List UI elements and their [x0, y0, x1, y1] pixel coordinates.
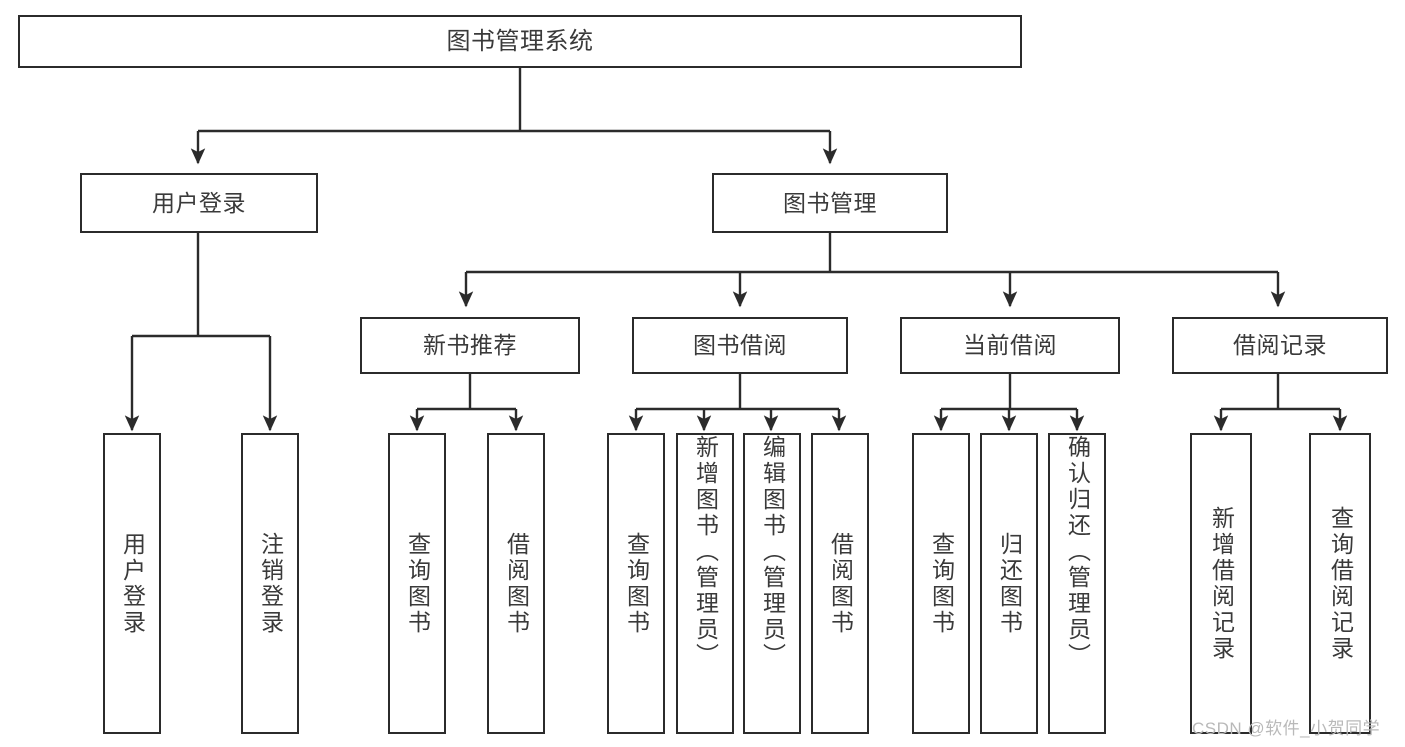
- node-user-login[interactable]: 用户登录: [80, 173, 318, 233]
- leaf-add-book[interactable]: 新增图书（管理员）: [676, 433, 734, 734]
- leaf-add-record-label: 新增借阅记录: [1208, 505, 1235, 662]
- leaf-query-book-1-label: 查询图书: [404, 531, 431, 636]
- leaf-logout[interactable]: 注销登录: [241, 433, 299, 734]
- csdn-watermark-text: CSDN @软件_小贺同学: [1192, 719, 1381, 738]
- leaf-logout-label: 注销登录: [257, 531, 284, 636]
- leaf-query-book-2[interactable]: 查询图书: [607, 433, 665, 734]
- node-root-label: 图书管理系统: [446, 27, 594, 55]
- node-book-borrow[interactable]: 图书借阅: [632, 317, 848, 374]
- leaf-user-login-label: 用户登录: [119, 531, 146, 636]
- leaf-confirm-return-label: 确认归还（管理员）: [1064, 435, 1091, 669]
- leaf-edit-book-label: 编辑图书（管理员）: [759, 435, 786, 669]
- leaf-borrow-book-1[interactable]: 借阅图书: [487, 433, 545, 734]
- leaf-borrow-book-2[interactable]: 借阅图书: [811, 433, 869, 734]
- leaf-borrow-book-2-label: 借阅图书: [827, 531, 854, 636]
- node-borrow-record[interactable]: 借阅记录: [1172, 317, 1388, 374]
- leaf-query-book-3-label: 查询图书: [928, 531, 955, 636]
- leaf-confirm-return[interactable]: 确认归还（管理员）: [1048, 433, 1106, 734]
- node-new-book-recommend[interactable]: 新书推荐: [360, 317, 580, 374]
- leaf-user-login[interactable]: 用户登录: [103, 433, 161, 734]
- leaf-add-book-label: 新增图书（管理员）: [692, 435, 719, 669]
- node-root[interactable]: 图书管理系统: [18, 15, 1022, 68]
- csdn-watermark: CSDN @软件_小贺同学: [1192, 714, 1380, 739]
- leaf-return-book[interactable]: 归还图书: [980, 433, 1038, 734]
- leaf-add-record[interactable]: 新增借阅记录: [1190, 433, 1252, 734]
- node-new-book-recommend-label: 新书推荐: [423, 332, 517, 358]
- leaf-query-book-3[interactable]: 查询图书: [912, 433, 970, 734]
- leaf-borrow-book-1-label: 借阅图书: [503, 531, 530, 636]
- node-book-borrow-label: 图书借阅: [693, 332, 787, 358]
- leaf-query-record-label: 查询借阅记录: [1327, 505, 1354, 662]
- node-book-manage-label: 图书管理: [783, 189, 877, 216]
- node-current-borrow-label: 当前借阅: [963, 332, 1057, 358]
- leaf-query-book-2-label: 查询图书: [623, 531, 650, 636]
- node-book-manage[interactable]: 图书管理: [712, 173, 948, 233]
- node-current-borrow[interactable]: 当前借阅: [900, 317, 1120, 374]
- leaf-edit-book[interactable]: 编辑图书（管理员）: [743, 433, 801, 734]
- leaf-return-book-label: 归还图书: [996, 531, 1023, 636]
- leaf-query-record[interactable]: 查询借阅记录: [1309, 433, 1371, 734]
- leaf-query-book-1[interactable]: 查询图书: [388, 433, 446, 734]
- node-borrow-record-label: 借阅记录: [1233, 332, 1327, 358]
- node-user-login-label: 用户登录: [152, 189, 246, 216]
